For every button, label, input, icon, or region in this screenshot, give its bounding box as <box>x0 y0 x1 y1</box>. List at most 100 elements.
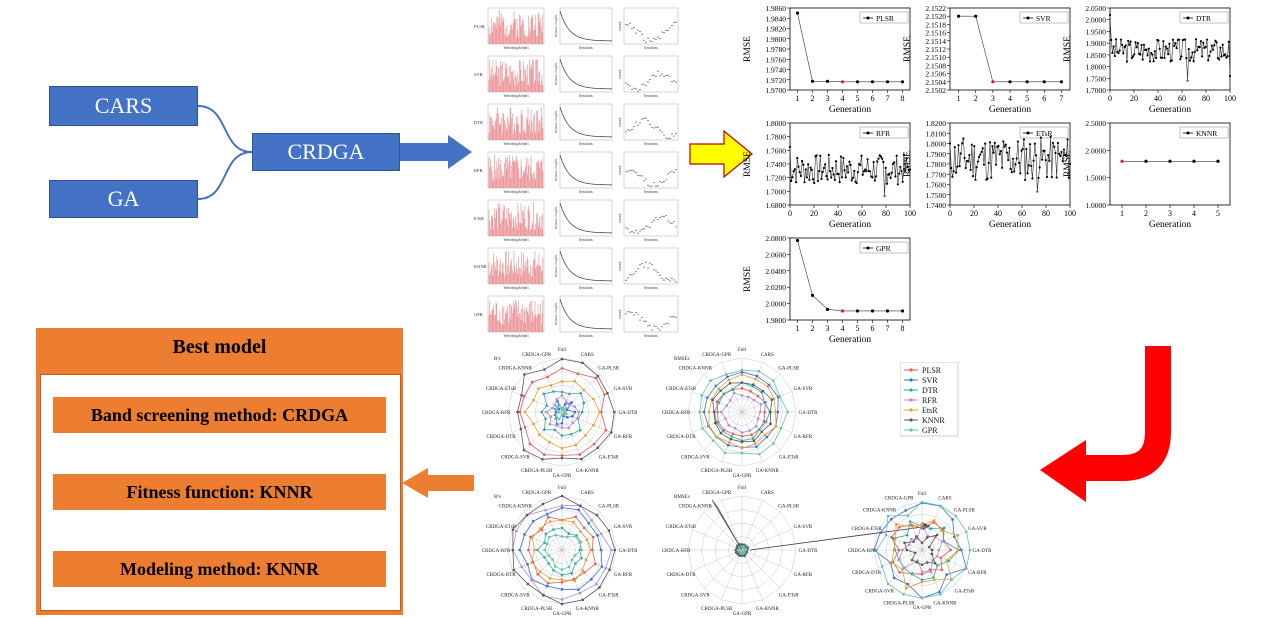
data-point <box>866 158 869 161</box>
radar-spoke <box>692 529 743 551</box>
data-point <box>984 142 987 145</box>
data-point <box>790 179 793 183</box>
sampling-xlabel: Iterations <box>579 334 593 338</box>
radar-point <box>938 590 941 594</box>
data-point <box>897 172 901 175</box>
radar-axis-label: CRDGA-RFR <box>662 549 691 554</box>
radar-chart: FullCARSGA-PLSRGA-SVRGA-DTRGA-RFRGA-ETsR… <box>482 486 638 617</box>
radar-axis-label: GA-ETsR <box>779 456 800 461</box>
y-tick-label: 1.7600 <box>925 181 946 190</box>
y-tick-label: 1.5000 <box>1085 174 1106 183</box>
rmse-point <box>631 312 633 314</box>
radar-point <box>600 565 604 568</box>
data-point <box>1154 56 1158 59</box>
radar-point <box>743 554 746 558</box>
data-point <box>1059 80 1064 84</box>
x-tick-label: 0 <box>948 209 952 218</box>
radar-point <box>723 451 727 455</box>
sampling-frame <box>559 103 613 141</box>
radar-point <box>523 410 527 414</box>
radar-metric-label: R²v <box>494 494 502 500</box>
radar-point <box>518 410 522 414</box>
radar-axis-label: CARS <box>581 491 594 496</box>
spectrum-plot: Wavelength (nm) <box>487 199 545 242</box>
radar-point <box>560 535 564 538</box>
sampling-frame <box>559 55 613 93</box>
spectrum-plot: Wavelength (nm) <box>487 103 545 146</box>
data-point <box>807 163 810 166</box>
radar-spoke <box>721 362 743 413</box>
radar-point <box>592 423 595 427</box>
y-tick-label: 1.7000 <box>765 187 786 196</box>
data-point <box>877 157 880 160</box>
radar-point <box>557 417 561 421</box>
data-point <box>1003 145 1006 148</box>
radar-point <box>608 568 611 571</box>
radar-point <box>573 379 577 383</box>
radar-axis-label: GA-KNNR <box>576 469 600 474</box>
radar-point <box>906 582 910 586</box>
radar-point <box>560 568 564 571</box>
radar-point <box>520 565 523 569</box>
radar-point <box>560 456 564 460</box>
data-point <box>998 153 1001 156</box>
data-point <box>1162 40 1165 43</box>
radar-point <box>754 424 758 428</box>
x-tick-label: 1 <box>796 324 800 333</box>
radar-point <box>758 452 761 456</box>
data-point <box>1145 48 1148 51</box>
y-tick-label: 2.1512 <box>925 45 946 54</box>
radar-point <box>560 357 564 361</box>
data-point <box>1211 48 1215 51</box>
ga-box: GA <box>49 180 198 218</box>
x-tick-label: 100 <box>904 209 916 218</box>
legend-label-rfr: RFR <box>922 396 938 405</box>
series-line <box>1109 15 1231 81</box>
radar-point <box>757 369 761 373</box>
radar-axis-label: GA-PLSR <box>778 366 800 371</box>
rmse-point <box>653 325 655 327</box>
rmse-point <box>639 230 641 232</box>
chart-legend: DTR <box>1179 11 1229 24</box>
data-point <box>1021 147 1024 151</box>
data-point <box>1030 164 1033 168</box>
rmse-point <box>645 261 647 263</box>
legend-marker <box>866 131 870 135</box>
radar-point <box>717 401 721 404</box>
radar-point <box>571 421 575 425</box>
sampling-xlabel: Iterations <box>579 190 593 194</box>
radar-point <box>884 533 888 537</box>
radar-point <box>932 521 935 524</box>
y-tick-label: 1.9800 <box>765 316 786 325</box>
data-point <box>1164 45 1167 48</box>
radar-point <box>594 562 597 566</box>
x-tick-label: 0 <box>1108 94 1112 103</box>
radar-point <box>560 434 564 437</box>
data-point <box>1224 53 1227 56</box>
radar-point <box>731 432 735 436</box>
radar-point <box>886 582 890 586</box>
data-point <box>810 79 815 83</box>
radar-point <box>592 442 596 446</box>
radar-spike <box>711 499 743 551</box>
data-point <box>899 165 902 168</box>
radar-point <box>538 433 541 436</box>
radar-point <box>518 548 521 552</box>
data-point <box>1008 146 1011 149</box>
radar-point <box>560 506 564 509</box>
data-point <box>1130 56 1133 60</box>
rmse-point <box>663 32 665 34</box>
radar-axis-label: CRDGA-KNNR <box>863 509 897 514</box>
radar-point <box>709 379 712 382</box>
zoom-pointer <box>749 525 931 551</box>
radar-point <box>740 381 744 384</box>
data-point <box>1045 175 1049 179</box>
legend-box <box>1019 126 1069 139</box>
data-point <box>993 141 996 144</box>
best-fitness-function: Fitness function: KNNR <box>53 474 386 510</box>
data-point <box>1175 47 1178 50</box>
radar-point <box>568 403 571 406</box>
radar-axis-label: GA-KNNR <box>756 469 780 474</box>
radar-point <box>759 402 763 406</box>
